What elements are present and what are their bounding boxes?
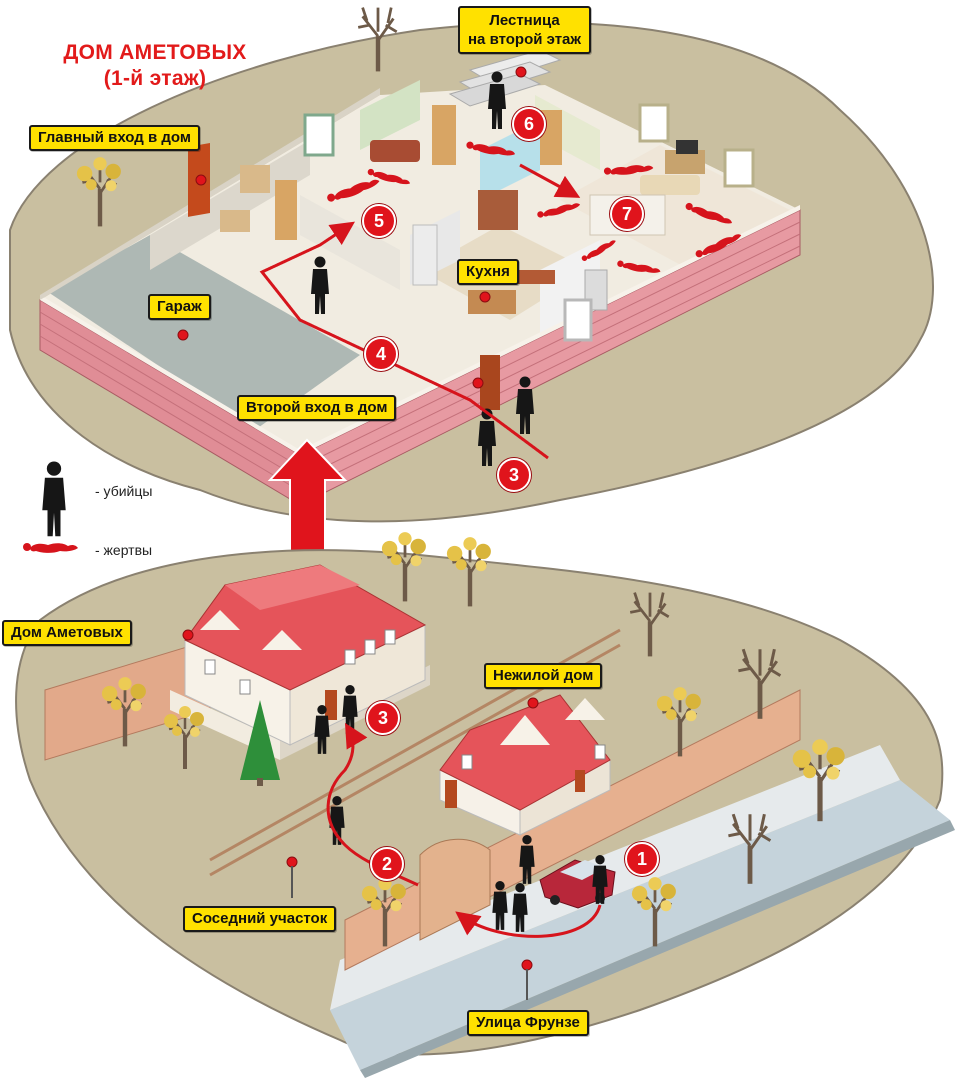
label-empty-house: Нежилой дом — [484, 663, 603, 689]
kitchen-table — [468, 290, 516, 314]
door-interior — [275, 180, 297, 240]
wall-top-left — [40, 295, 300, 455]
empty-house — [439, 694, 611, 836]
window — [638, 103, 670, 143]
route-site — [455, 904, 602, 938]
label-stairs-line-1: Лестница — [489, 12, 560, 29]
label-ametov-house: Дом Аметовых — [2, 620, 132, 646]
label-second-entrance: Второй вход в дом — [237, 395, 397, 421]
gate — [419, 838, 491, 941]
legend-victim-icon — [23, 543, 78, 553]
step-marker: 6 — [512, 107, 546, 141]
label-stairs-line-2: на второй этаж — [468, 31, 582, 48]
label-stairs: Лестница на второй этаж — [458, 6, 592, 54]
step-marker: 5 — [362, 204, 396, 238]
label-neighbor-plot: Соседний участок — [183, 906, 337, 932]
cabinet — [240, 165, 270, 193]
step-marker: 1 — [625, 842, 659, 876]
side-door — [480, 355, 500, 410]
pine-tree-icon — [240, 700, 280, 780]
wall-top-right — [300, 205, 800, 455]
road — [330, 780, 950, 1070]
legend-victims-label: - жертвы — [95, 542, 153, 558]
step-marker: 4 — [364, 337, 398, 371]
step-marker: 3 — [497, 458, 531, 492]
cabinet — [220, 210, 250, 232]
route-floor-2 — [519, 163, 581, 198]
door-interior — [432, 105, 456, 165]
page-title: ДОМ АМЕТОВЫХ (1-й этаж) — [40, 40, 270, 92]
garage-floor — [48, 235, 360, 430]
tv — [676, 140, 698, 154]
cabinet — [478, 190, 518, 230]
step-marker: 2 — [370, 847, 404, 881]
label-main-entrance: Главный вход в дом — [29, 125, 200, 151]
step-marker: 3 — [366, 701, 400, 735]
sofa — [640, 175, 700, 195]
pin-stem — [291, 866, 528, 1000]
route-floor — [259, 221, 549, 460]
window — [723, 148, 755, 188]
window — [563, 298, 593, 342]
window — [303, 113, 335, 157]
label-kitchen: Кухня — [457, 259, 519, 285]
pin-markers — [177, 66, 527, 389]
door-interior — [412, 224, 438, 286]
legend-killer-icon — [42, 461, 66, 537]
brick-lines — [39, 221, 801, 492]
label-garage: Гараж — [148, 294, 211, 320]
pin-markers-site — [182, 629, 539, 971]
interior-wall — [360, 80, 420, 150]
step-marker: 7 — [610, 197, 644, 231]
title-line-2: (1-й этаж) — [103, 67, 207, 90]
sofa — [370, 140, 420, 162]
legend-killers-label: - убийцы — [95, 483, 153, 499]
label-street: Улица Фрунзе — [467, 1010, 589, 1036]
sidewalk — [330, 745, 900, 1010]
title-line-1: ДОМ АМЕТОВЫХ — [63, 41, 247, 64]
